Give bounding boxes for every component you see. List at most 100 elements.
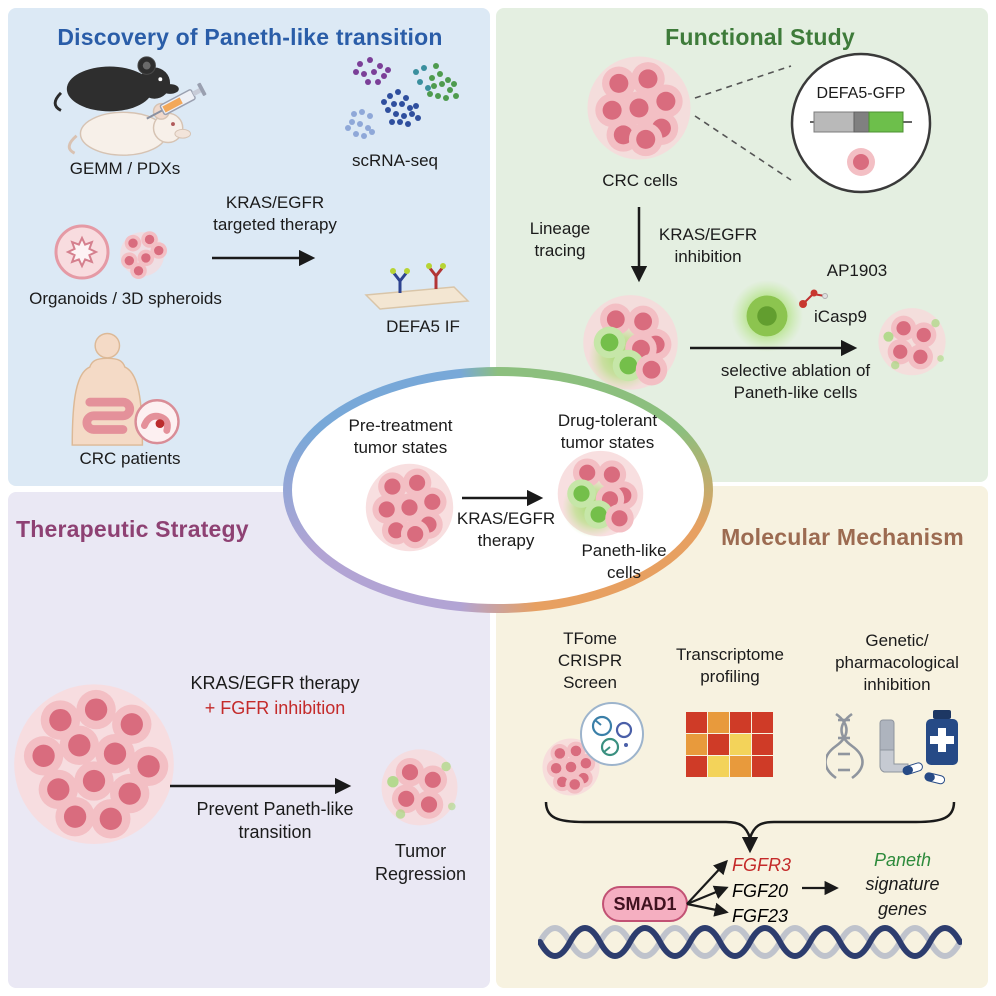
heatmap-cell	[708, 712, 729, 733]
tfome-crispr-screen-label: TFome CRISPR Screen	[535, 628, 645, 694]
text-line: Transcriptome	[675, 645, 784, 664]
text-line: signature	[865, 874, 940, 895]
heatmap-cell	[686, 734, 707, 755]
text-line: Paneth-like cells	[733, 383, 858, 403]
text-line: Prevent Paneth-like	[196, 799, 354, 819]
text-line: inhibition	[674, 247, 742, 267]
drug-tolerant-tumor-icon	[553, 448, 648, 543]
prevent-transition-label: Prevent Paneth-like transition	[180, 798, 370, 845]
inhaler-icon	[879, 719, 909, 773]
heatmap-cell	[730, 734, 751, 755]
defa5-if-antibody-icon	[362, 255, 472, 317]
heatmap-cell	[730, 756, 751, 777]
text-line: Drug-tolerant	[557, 411, 658, 430]
icasp9-cell-icon	[728, 275, 806, 353]
crispr-screen-icon	[540, 698, 648, 798]
transcriptome-profiling-label: Transcriptome profiling	[655, 644, 805, 688]
large-tumor-icon	[10, 676, 178, 844]
syringe-icon	[146, 82, 207, 120]
regressed-tumor-icon	[372, 738, 467, 833]
text-line: Regression	[374, 864, 467, 885]
pre-treatment-label: Pre-treatment tumor states	[338, 415, 463, 459]
text-line: genes	[877, 898, 928, 919]
text-line: transition	[238, 822, 312, 843]
center-paneth-like-cells-label: Paneth-like cells	[568, 540, 680, 584]
text-line: inhibition	[863, 675, 931, 695]
ap1903-label: AP1903	[826, 261, 888, 280]
selective-ablation-label: selective ablation of Paneth-like cells	[678, 360, 913, 404]
text-line: targeted therapy	[213, 215, 337, 235]
fgfr-inhibition-label: + FGFR inhibition	[204, 698, 346, 718]
dna-helix-icon	[538, 914, 962, 970]
text-line: cells	[606, 563, 641, 583]
heatmap-cell	[752, 734, 773, 755]
text-line: profiling	[700, 667, 760, 687]
therapy-combo-label: KRAS/EGFR therapy	[190, 673, 360, 693]
brace-and-arrow-icon	[540, 798, 960, 860]
text-line: selective ablation of	[720, 361, 871, 380]
gemm-pdx-mice-icon	[45, 50, 225, 162]
crc-cells-cluster-icon	[583, 52, 695, 164]
heatmap-cell	[752, 712, 773, 733]
scrna-label: scRNA-seq	[352, 151, 438, 170]
text-line: TFome	[563, 629, 617, 648]
text-line: KRAS/EGFR	[456, 509, 556, 528]
fgfr3-label: FGFR3	[732, 855, 792, 875]
fgf20-label: FGF20	[732, 881, 789, 901]
text-line: tumor states	[353, 438, 448, 458]
crc-patient-icon	[55, 332, 185, 447]
drug-tolerant-label: Drug-tolerant tumor states	[545, 410, 670, 454]
capsule-icon	[902, 762, 923, 776]
heatmap-cell	[686, 712, 707, 733]
text-line: KRAS/EGFR	[658, 225, 758, 244]
crc-cells-label: CRC cells	[602, 171, 678, 190]
heatmap-grid	[686, 712, 773, 777]
molecular-title: Molecular Mechanism	[721, 524, 964, 550]
therapeutic-arrow-icon	[166, 774, 362, 798]
center-arrow-icon	[458, 486, 554, 510]
callout-dashed-lines-icon	[692, 58, 794, 188]
heatmap-cell	[752, 756, 773, 777]
text-line: Genetic/	[865, 631, 929, 650]
genes-to-paneth-arrow-icon	[798, 876, 848, 900]
text-line: tumor states	[560, 433, 655, 453]
smad1-fan-arrows-icon	[684, 846, 736, 926]
organoid-spheroid-icon	[52, 222, 172, 282]
text-line: Paneth-like	[581, 541, 667, 560]
text-line: tracing	[534, 241, 586, 261]
discovery-arrow-icon	[208, 246, 326, 270]
ablation-arrow-icon	[686, 336, 868, 360]
fgf23-label: FGF23	[732, 906, 789, 926]
heatmap-cell	[730, 712, 751, 733]
organoids-label: Organoids / 3D spheroids	[29, 289, 222, 308]
text-line: Pre-treatment	[348, 416, 453, 435]
therapeutic-title: Therapeutic Strategy	[16, 516, 249, 542]
text-line: pharmacological	[835, 653, 959, 673]
capsule-icon	[924, 772, 946, 785]
dna-icon	[826, 712, 864, 780]
ap1903-molecule-icon	[795, 282, 831, 314]
text-line: Paneth	[873, 850, 932, 870]
lineage-tracing-label: Lineage tracing	[505, 218, 615, 262]
functional-down-arrow-icon	[626, 203, 652, 295]
defa5-gfp-construct-icon	[788, 50, 934, 196]
text-line: Lineage	[529, 219, 591, 238]
defa5-gfp-label: DEFA5-GFP	[816, 85, 906, 102]
pre-treatment-tumor-icon	[362, 460, 457, 555]
genetic-pharma-icons	[826, 708, 966, 786]
medicine-bottle-icon	[926, 710, 958, 765]
center-kras-egfr-therapy-label: KRAS/EGFR therapy	[450, 508, 562, 552]
text-line: CRISPR	[557, 651, 623, 671]
text-line: therapy	[477, 531, 535, 551]
tumor-regression-label: Tumor Regression	[358, 840, 483, 887]
defa5-if-label: DEFA5 IF	[386, 317, 460, 336]
genetic-pharmacological-label: Genetic/ pharmacological inhibition	[812, 630, 982, 696]
text-line: Tumor	[394, 841, 447, 861]
smad1-box: SMAD1	[602, 886, 688, 922]
scrna-scatter-icon	[320, 52, 475, 152]
icasp9-label: iCasp9	[814, 307, 867, 326]
kras-egfr-inhibition-label: KRAS/EGFR inhibition	[648, 224, 768, 268]
functional-title: Functional Study	[665, 24, 855, 50]
text-line: KRAS/EGFR	[225, 193, 325, 212]
